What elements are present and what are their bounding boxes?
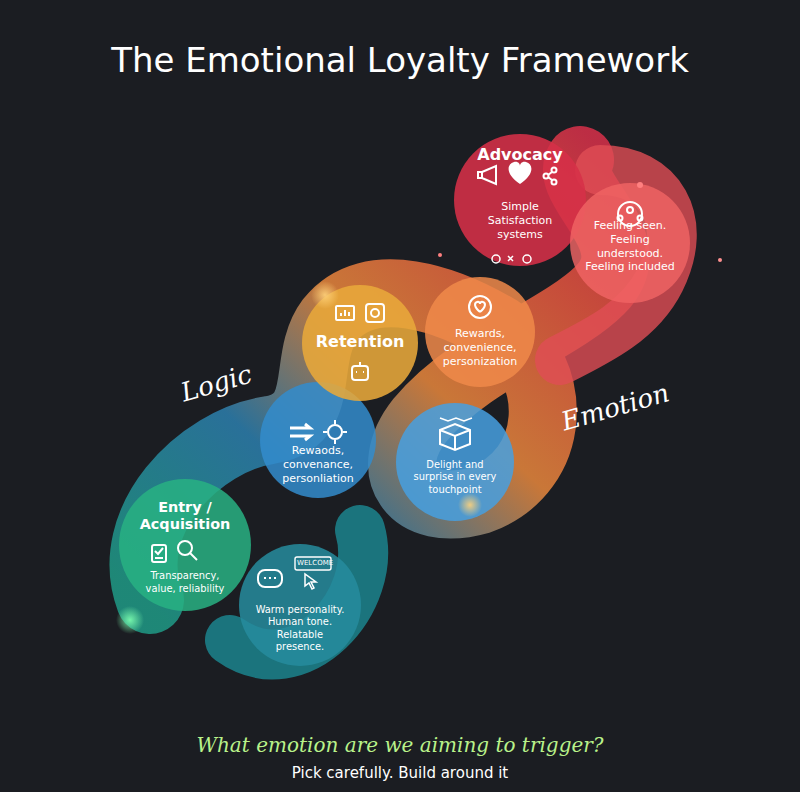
node-content: AdvocacySimple Satisfaction systems [454, 146, 586, 242]
node-content: Entry / AcquisitionTransparency, value, … [119, 499, 251, 595]
node-content: Delight and surprise in every touchpoint [396, 459, 514, 496]
stage-circle: Rewards, convenience, personization [425, 277, 535, 387]
stage-circle: Entry / AcquisitionTransparency, value, … [119, 479, 251, 611]
stage-circle: Delight and surprise in every touchpoint [396, 403, 514, 521]
stage-text: Feeling seen. Feeling understood. Feelin… [582, 219, 678, 274]
free-label: WELCOME [297, 559, 333, 567]
stage-text: Transparency, value, reliability [138, 570, 233, 595]
node-content: Retention [302, 333, 418, 351]
node-content: Feeling seen. Feeling understood. Feelin… [570, 219, 690, 274]
stage-heading: Entry / Acquisition [138, 499, 233, 532]
stage-circle-fill [570, 183, 690, 303]
stage-circle: Feeling seen. Feeling understood. Feelin… [570, 183, 690, 303]
stage-circle-fill [454, 134, 586, 266]
stage-text: Warm personality. Human tone. Relatable … [253, 604, 348, 654]
stage-circle-fill [239, 544, 361, 666]
diagram-caption: What emotion are we aiming to trigger? [0, 733, 800, 757]
node-content: Rewaods, convenance, personliation [260, 444, 376, 485]
node-content: Rewards, convenience, personization [425, 327, 535, 368]
node-content: Warm personality. Human tone. Relatable … [239, 604, 361, 654]
stage-circle-fill [425, 277, 535, 387]
stage-circle: Retention [302, 285, 418, 401]
stage-text: Rewaods, convenance, personliation [272, 444, 365, 485]
stage-circle: Rewaods, convenance, personliation [260, 382, 376, 498]
stage-heading: Advocacy [477, 146, 562, 164]
free-label: Logic [177, 359, 255, 408]
stage-heading: Retention [316, 333, 405, 351]
free-label: Emotion [558, 377, 672, 436]
stage-circle: AdvocacySimple Satisfaction systems [454, 134, 586, 266]
free-label: Pick carefully. Build around it [0, 764, 800, 782]
stage-text: Delight and surprise in every touchpoint [413, 459, 498, 496]
stage-text: Simple Satisfaction systems [477, 200, 564, 241]
stage-circle-fill [119, 479, 251, 611]
stage-circle-fill [396, 403, 514, 521]
diagram-title: The Emotional Loyalty Framework [0, 40, 800, 80]
stage-text: Rewards, convenience, personization [437, 327, 523, 368]
